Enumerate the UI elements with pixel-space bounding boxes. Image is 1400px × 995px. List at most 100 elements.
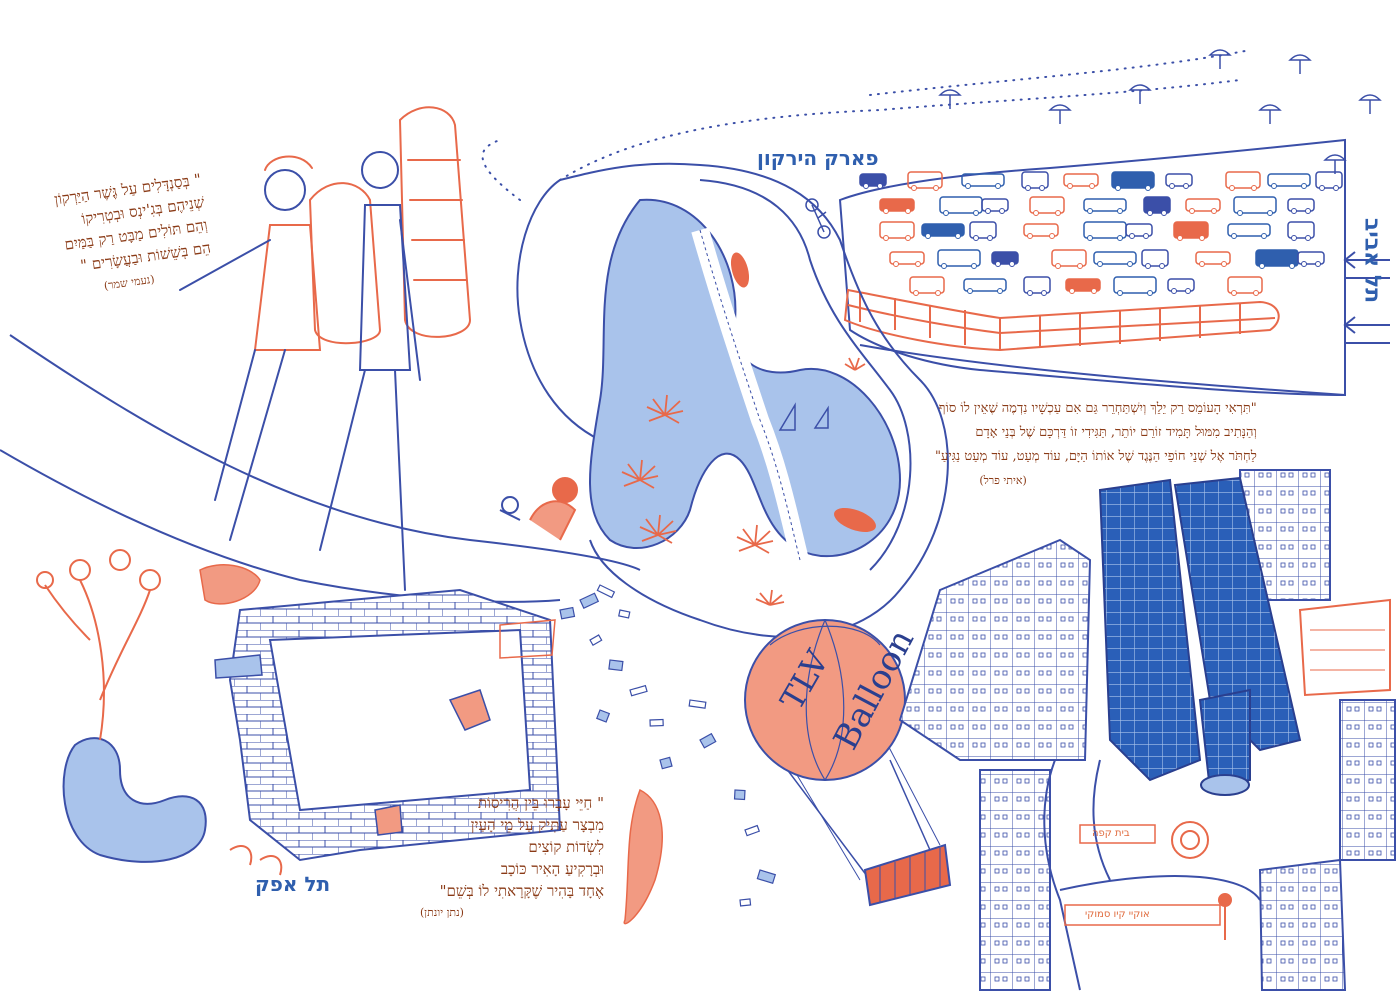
car [1125,223,1153,239]
street-lamp [1218,893,1232,940]
stone [579,592,600,609]
car [1225,171,1261,191]
car [907,171,943,191]
stone [756,869,777,885]
car [859,173,887,189]
walking-path [0,334,641,603]
stone [559,606,576,620]
stone [739,898,752,907]
car [1143,196,1171,216]
car [1051,249,1087,269]
car [963,278,1007,294]
stone [649,718,664,727]
stone [618,609,631,619]
car [1093,251,1137,267]
quote-river-line-1: "תִּרְאִי הָעוֹמֵס רַק יֵלֵךְ וְיִשְׁתַּ… [938,401,1257,416]
car [1111,171,1155,191]
scooter-rider [499,477,578,541]
car [909,276,945,296]
place-label-yarkon-park: פארק הירקון [757,146,879,170]
stone [733,789,746,801]
car [1185,198,1221,214]
car [921,223,965,239]
quote-ruins-credit: (נתן יונתן) [420,906,464,919]
road [516,162,949,638]
car [879,198,915,214]
rowing-boats [730,252,876,533]
car [1255,249,1299,269]
car [937,249,981,269]
quote-ruins-line-5: אֶחָד בָּהִיר שֶׁקָּרָאתִי לוֹ בְּשֵׁם" [439,882,604,900]
car [1195,251,1231,267]
arrow-icons [1343,251,1390,344]
quote-river-line-3: לַחְתֹּר אֶל שְׁנֵי חוֹפֵי הַנֶּגֶד שֶׁל… [935,449,1257,464]
quote-river-line-2: וְהַנָּתִיב מִמּוּל תָּמִיד זוֹרֵם יוֹתֵ… [975,425,1257,440]
quote-river: "תִּרְאִי הָעוֹמֵס רַק יֵלֵךְ וְיִשְׁתַּ… [935,397,1257,493]
quote-river-credit: (איתי פרל) [979,474,1027,487]
palm-trees [621,357,866,606]
car [1267,173,1311,189]
car [1173,221,1209,241]
place-label-tel-aviv: תל אביב [1359,217,1385,304]
cafe-sign-label: בית קפה [1092,828,1130,839]
car [1227,276,1263,296]
car [1023,276,1051,296]
stone [744,824,761,837]
car [1065,278,1101,294]
car [1315,171,1343,191]
car [1083,198,1127,214]
yarkon-river [589,198,902,563]
stone [659,756,673,770]
car [1141,249,1169,269]
car [939,196,983,216]
car [1287,198,1315,214]
car [981,198,1009,214]
car [879,221,915,241]
cafe-sign [1079,824,1156,844]
quote-ruins-line-2: מִבְצָר עַתִּיק עַל מֵי הָעַיִן [470,816,604,834]
car [1023,223,1059,239]
car [1297,251,1325,267]
car [889,251,925,267]
store-sign-label: אוקיי קיו סמוקי [1085,909,1150,920]
pond [62,737,207,863]
dotted-coast [481,49,1251,201]
stone [688,699,707,709]
stone [589,634,603,647]
highway-area [838,138,1346,397]
trees-left [36,549,283,876]
car [1167,278,1195,294]
store-sign [1064,904,1221,926]
stone [595,709,611,723]
stone [699,732,717,749]
blue-towers [1098,476,1302,796]
sail-boats [778,402,829,431]
car [1287,221,1315,241]
stone [629,684,648,697]
beach-umbrellas [938,49,1382,174]
car [1029,196,1065,216]
quote-ruins-line-4: וּבְרָקִיעַ הָאִיר כּוֹכָב [500,860,604,878]
quote-ruins: " חַיֵּי עָבְרוּ בֵּין הֲרִיסוֹת מִבְצָר… [420,792,604,924]
leaf-shape [623,788,663,925]
city-buildings [898,469,1396,991]
quote-ruins-line-1: " חַיֵּי עָבְרוּ בֵּין הֲרִיסוֹת [477,794,604,812]
stone [596,584,616,599]
stone [608,659,624,672]
quote-ruins-line-3: לִשְׂדוֹת קוֹצִים [528,838,604,856]
bicycle-icon [805,198,831,239]
car [1227,223,1271,239]
car [1165,173,1193,189]
scattered-stones [559,584,777,907]
car [1113,276,1157,296]
car [991,251,1019,267]
car [969,221,997,241]
car [1021,171,1049,191]
city-roads [1043,759,1261,991]
car [1063,173,1099,189]
quote-hikers: " בְּסַנְדָּלִים עַל גֶּשֶׁר הַיַּרְקוֹן… [53,168,216,303]
car [1233,196,1277,216]
fortress-ruins [199,564,562,862]
car [1083,221,1127,241]
